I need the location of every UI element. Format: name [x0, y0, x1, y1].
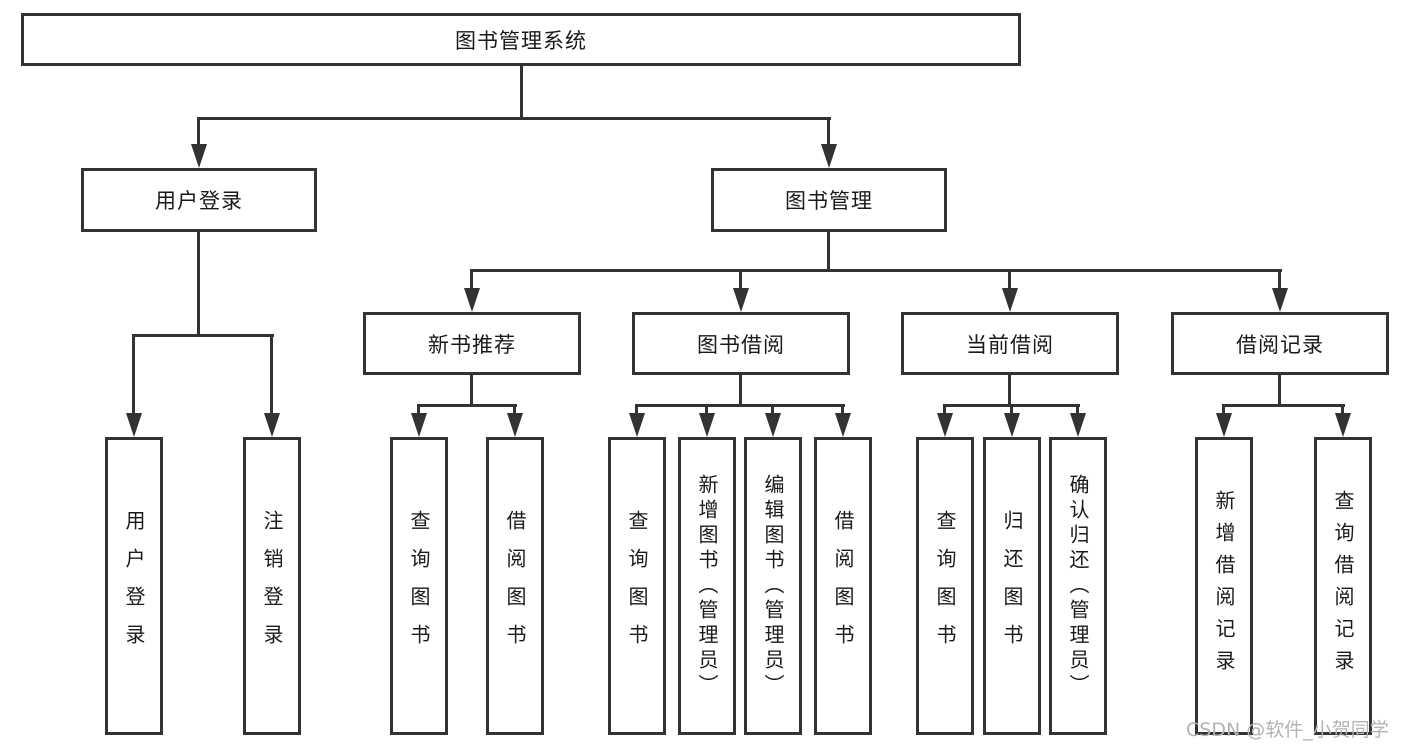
connector-line [1278, 269, 1281, 290]
arrow-down-icon [1002, 288, 1018, 312]
node-label: 新书推荐 [428, 332, 516, 357]
connector-line [470, 375, 473, 406]
leaf-query-books-current: 查询图书 [916, 437, 974, 735]
connector-line [470, 269, 473, 290]
csdn-watermark: CSDN @软件_小贺同学 [1186, 719, 1389, 741]
leaf-label: 新增图书（管理员） [695, 473, 719, 699]
connector-line [197, 117, 200, 146]
node-new-book-recommend: 新书推荐 [363, 312, 581, 375]
arrow-down-icon [629, 413, 645, 437]
leaf-label: 用户登录 [122, 510, 146, 662]
connector-line [132, 334, 135, 415]
connector-line [132, 334, 274, 337]
leaf-confirm-return-admin: 确认归还（管理员） [1049, 437, 1107, 735]
leaf-label: 编辑图书（管理员） [761, 473, 785, 699]
leaf-label: 查询图书 [933, 510, 957, 662]
node-book-management: 图书管理 [711, 168, 947, 232]
leaf-query-books: 查询图书 [608, 437, 666, 735]
leaf-label: 确认归还（管理员） [1066, 473, 1090, 699]
leaf-edit-books-admin: 编辑图书（管理员） [744, 437, 802, 735]
node-label: 当前借阅 [966, 332, 1054, 357]
connector-line [827, 232, 830, 271]
arrow-down-icon [733, 288, 749, 312]
connector-line [739, 375, 742, 406]
leaf-label: 查询借阅记录 [1331, 490, 1355, 682]
leaf-return-books: 归还图书 [983, 437, 1041, 735]
leaf-add-borrow-record: 新增借阅记录 [1195, 437, 1253, 735]
connector-line [705, 404, 708, 415]
arrow-down-icon [411, 413, 427, 437]
connector-line [1008, 269, 1011, 290]
connector-line [513, 404, 516, 415]
arrow-down-icon [835, 413, 851, 437]
node-label: 图书管理 [785, 189, 873, 213]
arrow-down-icon [1335, 413, 1351, 437]
arrow-down-icon [699, 413, 715, 437]
leaf-add-books-admin: 新增图书（管理员） [678, 437, 736, 735]
leaf-label: 借阅图书 [831, 510, 855, 662]
leaf-query-books-recommend: 查询图书 [390, 437, 448, 735]
leaf-label: 新增借阅记录 [1212, 490, 1236, 682]
arrow-down-icon [1216, 413, 1232, 437]
leaf-label: 借阅图书 [503, 510, 527, 662]
leaf-label: 查询图书 [407, 510, 431, 662]
connector-line [771, 404, 774, 415]
leaf-query-borrow-record: 查询借阅记录 [1314, 437, 1372, 735]
connector-line [827, 117, 830, 146]
arrow-down-icon [1004, 413, 1020, 437]
leaf-borrow-books-recommend: 借阅图书 [486, 437, 544, 735]
leaf-label: 归还图书 [1000, 510, 1024, 662]
arrow-down-icon [821, 144, 837, 168]
arrow-down-icon [765, 413, 781, 437]
arrow-down-icon [1070, 413, 1086, 437]
leaf-label: 查询图书 [625, 510, 649, 662]
node-book-borrowing: 图书借阅 [632, 312, 850, 375]
arrow-down-icon [126, 413, 142, 437]
connector-line [197, 232, 200, 336]
connector-line [270, 334, 273, 415]
connector-line [943, 404, 946, 415]
connector-line [1008, 375, 1011, 406]
connector-line [197, 117, 831, 120]
node-library-system: 图书管理系统 [21, 13, 1021, 66]
node-label: 图书借阅 [697, 332, 785, 357]
leaf-borrow-books: 借阅图书 [814, 437, 872, 735]
node-current-borrowing: 当前借阅 [901, 312, 1119, 375]
connector-line [1222, 404, 1225, 415]
node-borrow-records: 借阅记录 [1171, 312, 1389, 375]
connector-line [1222, 404, 1345, 407]
connector-line [635, 404, 845, 407]
leaf-logout: 注销登录 [243, 437, 301, 735]
connector-line [1010, 404, 1013, 415]
arrow-down-icon [937, 413, 953, 437]
connector-line [841, 404, 844, 415]
node-label: 用户登录 [155, 189, 243, 213]
connector-line [470, 269, 1282, 272]
connector-line [635, 404, 638, 415]
connector-line [417, 404, 517, 407]
arrow-down-icon [507, 413, 523, 437]
leaf-label: 注销登录 [260, 510, 284, 662]
connector-line [1076, 404, 1079, 415]
connector-line [417, 404, 420, 415]
connector-line [1341, 404, 1344, 415]
arrow-down-icon [1272, 288, 1288, 312]
node-label: 图书管理系统 [455, 28, 587, 53]
node-label: 借阅记录 [1236, 332, 1324, 357]
connector-line [520, 66, 523, 119]
connector-line [1278, 375, 1281, 406]
leaf-user-login: 用户登录 [105, 437, 163, 735]
connector-line [739, 269, 742, 290]
arrow-down-icon [264, 413, 280, 437]
node-user-login: 用户登录 [81, 168, 317, 232]
arrow-down-icon [464, 288, 480, 312]
arrow-down-icon [191, 144, 207, 168]
